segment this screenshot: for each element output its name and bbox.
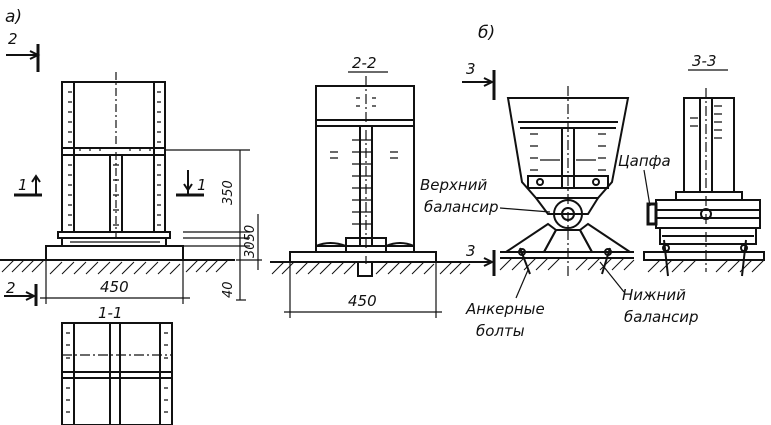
section-1-marker-right: 1 bbox=[176, 170, 207, 197]
svg-text:балансир: балансир bbox=[424, 198, 499, 216]
ground-b bbox=[499, 257, 635, 271]
callout-lower-balancer: Нижний балансир bbox=[599, 261, 699, 326]
svg-text:Нижний: Нижний bbox=[622, 286, 686, 304]
dim-3050: 3050 bbox=[243, 225, 258, 258]
view-b-label: б) bbox=[478, 23, 495, 43]
section-3-marker-top: 3 bbox=[462, 60, 496, 100]
callout-cap: Цапфа bbox=[618, 152, 671, 207]
svg-text:3: 3 bbox=[466, 242, 476, 260]
ground-a bbox=[0, 259, 235, 275]
title-1-1: 1-1 bbox=[98, 304, 123, 322]
column-section-2-2 bbox=[289, 76, 437, 277]
section-1-marker-left: 1 bbox=[14, 174, 42, 197]
svg-text:2: 2 bbox=[8, 30, 18, 48]
section-1-1-plan bbox=[61, 322, 173, 425]
section-3-3-view bbox=[643, 88, 765, 277]
section-2-marker-bottom: 2 bbox=[4, 279, 38, 306]
svg-text:Анкерные: Анкерные bbox=[465, 300, 545, 318]
dim-450-2-2-group: 450 bbox=[284, 262, 442, 318]
dim-350: 350 bbox=[221, 180, 236, 205]
svg-text:Цапфа: Цапфа bbox=[618, 152, 671, 170]
hinged-support-elevation bbox=[500, 86, 634, 276]
section-3-marker-bottom: 3 bbox=[462, 242, 496, 276]
callout-anchor-bolts: Анкерные болты bbox=[465, 269, 545, 340]
title-3-3: 3-3 bbox=[692, 52, 717, 70]
dim-450-2-2: 450 bbox=[348, 292, 377, 310]
svg-text:балансир: балансир bbox=[624, 308, 699, 326]
dim-40: 40 bbox=[221, 281, 236, 298]
svg-text:1: 1 bbox=[197, 176, 207, 194]
svg-text:болты: болты bbox=[476, 322, 525, 340]
ground-2-2 bbox=[270, 261, 471, 275]
callout-upper-balancer: Верхний балансир bbox=[420, 176, 551, 216]
column-elevation-a bbox=[45, 72, 184, 261]
ground-3-3 bbox=[647, 259, 765, 273]
svg-text:3: 3 bbox=[466, 60, 476, 78]
dim-450-a: 450 bbox=[100, 278, 129, 296]
view-a-label: а) bbox=[5, 7, 22, 27]
section-2-marker-top: 2 bbox=[6, 30, 41, 72]
svg-text:2: 2 bbox=[6, 279, 16, 297]
svg-text:1: 1 bbox=[18, 176, 28, 194]
dim-450-a-group: 450 bbox=[40, 260, 190, 304]
dimension-chain-right-a: 350 3050 40 bbox=[165, 149, 262, 301]
title-2-2: 2-2 bbox=[352, 54, 377, 72]
svg-text:Верхний: Верхний bbox=[420, 176, 487, 194]
